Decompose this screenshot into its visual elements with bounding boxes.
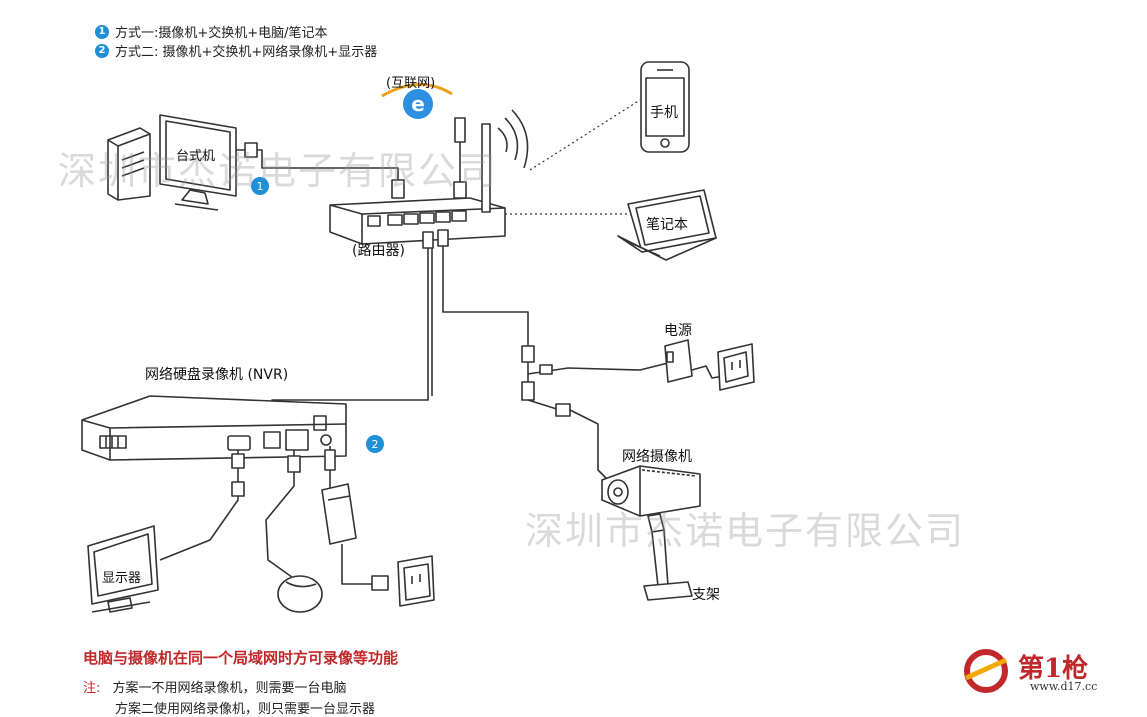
- bracket-icon: [643, 513, 693, 601]
- legend-item-2: 2 方式二: 摄像机+交换机+网络录像机+显示器: [95, 41, 377, 60]
- logo-mark-icon: [964, 649, 1008, 693]
- watermark-1: 深圳市杰诺电子有限公司: [58, 149, 499, 193]
- nvr-icon: [81, 395, 347, 461]
- desktop-label: 台式机: [176, 149, 216, 164]
- laptop-icon: [617, 189, 717, 261]
- power-label: 电源: [664, 323, 692, 339]
- svg-text:e: e: [411, 92, 425, 116]
- nvr-label: 网络硬盘录像机 (NVR): [145, 367, 289, 383]
- router-label: (路由器): [352, 243, 405, 259]
- nvr-power-outlet-icon: [397, 555, 435, 607]
- router-icon: [329, 123, 506, 245]
- wifi-waves-icon: [497, 109, 529, 169]
- headline-note: 电脑与摄像机在同一个局域网时方可录像等功能: [83, 649, 399, 667]
- phone-icon: [640, 61, 690, 153]
- legend-text-1: 方式一:摄像机+交换机+电脑/笔记本: [115, 26, 328, 41]
- legend-text-2: 方式二: 摄像机+交换机+网络录像机+显示器: [115, 45, 378, 60]
- mouse-icon: [277, 575, 323, 613]
- display-monitor-icon: [87, 525, 159, 613]
- monitor-label: 显示器: [102, 571, 142, 586]
- badge-1: 1: [95, 24, 109, 39]
- legend-item-1: 1 方式一:摄像机+交换机+电脑/笔记本: [95, 22, 328, 41]
- laptop-label: 笔记本: [646, 217, 688, 233]
- watermark-2: 深圳市杰诺电子有限公司: [525, 509, 966, 553]
- phone-label: 手机: [650, 105, 678, 121]
- camera-label: 网络摄像机: [622, 449, 692, 465]
- bracket-label: 支架: [692, 587, 720, 603]
- marker-1: 1: [251, 177, 269, 195]
- internet-label: (互联网): [386, 76, 436, 91]
- logo-url: www.d17.cc: [1030, 680, 1098, 693]
- nvr-power-adapter-icon: [321, 483, 357, 545]
- badge-2: 2: [95, 43, 109, 58]
- logo-name: 第1枪: [1018, 654, 1089, 684]
- internet-explorer-icon: e: [381, 83, 453, 119]
- desktop-tower-icon: [107, 127, 151, 201]
- power-adapter-icon: [664, 339, 725, 383]
- svg-text:2: 2: [372, 438, 379, 451]
- marker-2: 2: [366, 435, 384, 453]
- power-outlet-icon: [717, 343, 755, 391]
- svg-text:1: 1: [257, 180, 264, 193]
- note-line-1: 注: 方案一不用网络录像机，则需要一台电脑: [83, 677, 347, 696]
- note-line-2: 方案二使用网络录像机，则只需要一台显示器: [115, 702, 376, 717]
- note-line-1-text: 方案一不用网络录像机，则需要一台电脑: [112, 681, 347, 696]
- desktop-monitor-icon: [159, 114, 237, 211]
- network-camera-icon: [601, 465, 701, 517]
- note-label: 注:: [83, 681, 101, 696]
- logo: 第1枪 www.d17.cc: [960, 648, 1140, 698]
